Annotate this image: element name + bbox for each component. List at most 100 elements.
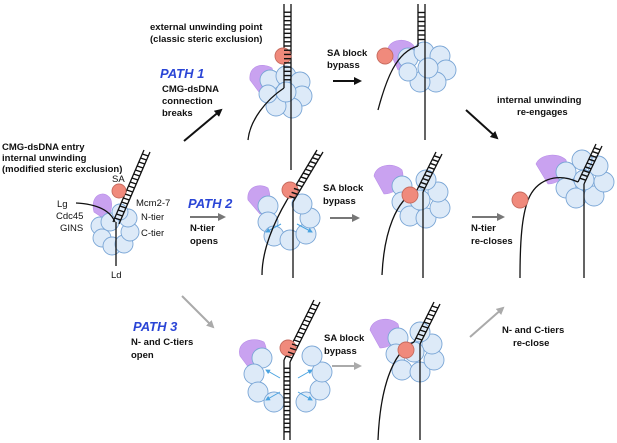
label-external-2: (classic steric exclusion) xyxy=(150,34,262,45)
dna-rung xyxy=(427,313,435,317)
label-entry-2: internal unwinding xyxy=(2,153,87,164)
dna-rung xyxy=(311,303,319,307)
label-path3-desc-2: open xyxy=(131,350,154,361)
dna-rung xyxy=(293,339,301,343)
label-nc-reclose-2: re-close xyxy=(513,338,549,349)
dna-rung xyxy=(142,153,149,157)
dna-rung xyxy=(124,193,132,197)
dna-rung xyxy=(425,317,433,321)
dna-rung xyxy=(287,351,295,355)
dna-rung xyxy=(426,170,433,174)
dna-rung xyxy=(305,315,313,319)
label-path1-desc-1: CMG-dsDNA xyxy=(162,84,219,95)
dna-rung xyxy=(422,177,429,182)
label-sa-bypass-p2-1: SA block xyxy=(323,183,364,194)
label-external-1: external unwinding point xyxy=(150,22,263,33)
dna-rung xyxy=(431,305,439,309)
dna-rung xyxy=(419,329,427,333)
dna-rung xyxy=(588,158,596,162)
dna-rung xyxy=(289,347,297,351)
dna-rung xyxy=(581,173,588,178)
dna-rung xyxy=(293,187,301,192)
label-entry-3: (modified steric exclusion) xyxy=(2,164,122,175)
label-path1: PATH 1 xyxy=(160,66,204,81)
dna-rung xyxy=(579,177,587,181)
dna-rung xyxy=(121,201,128,205)
dna-rung xyxy=(285,355,293,359)
label-reengage-2: re-engages xyxy=(517,107,568,118)
dna-lg xyxy=(75,202,116,223)
path2-sa-bypass-label: SA block bypass xyxy=(323,183,364,207)
dna-rung xyxy=(433,155,441,159)
dna-rung xyxy=(302,172,310,176)
dna-rung xyxy=(314,153,321,157)
label-ntier-recloses-1: N-tier xyxy=(471,223,496,234)
arrow-nc-reclose xyxy=(469,306,505,338)
dna-rung xyxy=(140,157,147,161)
dna-rung xyxy=(298,180,305,184)
dna-rung xyxy=(307,164,314,169)
label-reengage-1: internal unwinding xyxy=(497,95,582,106)
label-gins: GINS xyxy=(60,223,83,234)
dna-rung xyxy=(295,335,303,339)
label-path2-desc-1: N-tier xyxy=(190,223,215,234)
label-lg: Lg xyxy=(57,199,68,210)
dna-rung xyxy=(130,181,137,185)
path2-complex-a xyxy=(247,149,324,278)
dna-rung xyxy=(423,321,431,325)
dna-rung xyxy=(117,209,125,213)
dna-rung xyxy=(309,307,317,311)
dna-rung xyxy=(291,343,299,347)
dna-rung xyxy=(592,150,599,155)
label-path2-desc-2: opens xyxy=(190,236,218,247)
label-sa-bypass-p3-2: bypass xyxy=(324,346,357,357)
dna-rung xyxy=(126,189,133,193)
arrow-path1 xyxy=(183,108,223,142)
dna-rung xyxy=(417,333,425,337)
dna-rung xyxy=(420,181,428,186)
path1-labels: external unwinding point (classic steric… xyxy=(150,22,263,119)
sa-block xyxy=(111,183,127,199)
dna-rung xyxy=(309,160,317,165)
dna-rung xyxy=(138,161,146,165)
path3-complex-b xyxy=(369,301,445,441)
internal-reengage-label: internal unwinding re-engages xyxy=(497,95,582,118)
dna-rung xyxy=(297,331,305,335)
label-sa: SA xyxy=(112,174,125,185)
path2-complex-b xyxy=(373,151,451,278)
label-ntier-recloses-2: re-closes xyxy=(471,236,513,247)
dna-rung xyxy=(133,173,140,177)
dna-rung xyxy=(300,176,308,180)
path3-labels: PATH 3 N- and C-tiers open xyxy=(131,319,193,361)
label-ld: Ld xyxy=(111,270,122,281)
arrow-reengage xyxy=(465,109,499,140)
dna-rung xyxy=(431,158,439,163)
label-ctier: C-tier xyxy=(141,228,164,239)
dna-rung xyxy=(584,166,592,170)
label-path2: PATH 2 xyxy=(188,196,233,211)
label-path3: PATH 3 xyxy=(133,319,178,334)
dna-rung xyxy=(424,174,431,178)
dna-rung xyxy=(429,309,437,313)
ntier-recloses-label: N-tier re-closes xyxy=(471,223,513,247)
dna-rung xyxy=(114,217,121,221)
label-sa-bypass-p1-1: SA block xyxy=(327,48,368,59)
label-nc-reclose-1: N- and C-tiers xyxy=(502,325,564,336)
path1-complex-b xyxy=(376,4,457,140)
dna-rung xyxy=(430,162,437,167)
dna-rung xyxy=(289,195,296,199)
label-entry-1: CMG-dsDNA entry xyxy=(2,142,85,153)
path1-sa-bypass-label: SA block bypass xyxy=(327,48,368,71)
path3-sa-bypass-label: SA block bypass xyxy=(324,333,365,357)
dna-rung xyxy=(136,165,144,169)
dna-rung xyxy=(418,185,426,189)
dna-rung xyxy=(305,168,312,172)
dna-rung xyxy=(583,169,590,174)
label-cdc45: Cdc45 xyxy=(56,211,83,222)
initial-cmg: CMG-dsDNA entry internal unwinding (modi… xyxy=(2,142,170,281)
dna-rung xyxy=(116,213,123,217)
dna-rung xyxy=(291,191,298,195)
label-path1-desc-2: connection xyxy=(162,96,213,107)
label-ntier: N-tier xyxy=(141,212,164,223)
